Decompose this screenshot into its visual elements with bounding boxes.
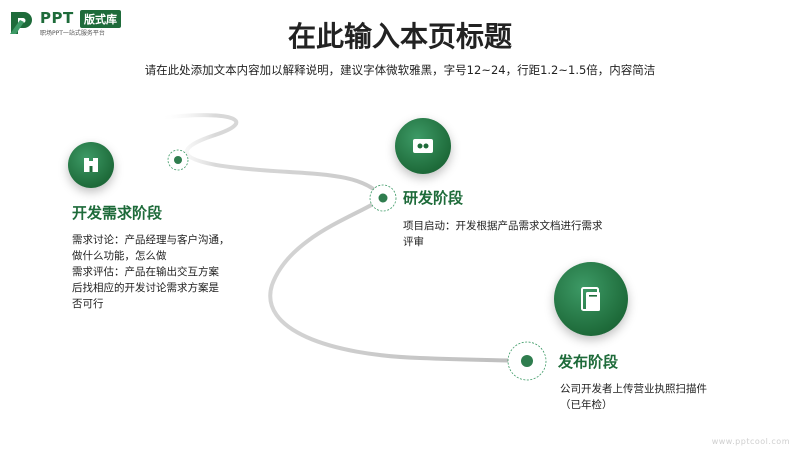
stage-1-line: 否可行 xyxy=(72,298,104,310)
page-subtitle: 请在此处添加文本内容加以解释说明，建议字体微软雅黑，字号12~24，行距1.2~… xyxy=(144,63,656,77)
stage-3-line: 公司开发者上传营业执照扫描件 xyxy=(560,383,707,395)
stage-3-circle xyxy=(554,262,628,336)
logo-p-icon xyxy=(10,12,32,34)
logo-badge: 版式库 xyxy=(80,10,121,28)
stage-1-description: 需求讨论：产品经理与客户沟通， 做什么功能，怎么做 需求评估：产品在输出交互方案… xyxy=(72,232,262,312)
logo-tagline: 职场PPT一站式服务平台 xyxy=(40,30,105,37)
stage-2-line: 评审 xyxy=(403,236,424,248)
stage-3-line: （已年检） xyxy=(560,399,613,411)
stage-2-line: 项目启动：开发根据产品需求文档进行需求 xyxy=(403,220,603,232)
book-icon xyxy=(581,287,600,311)
watermark: www.pptcool.com xyxy=(711,437,790,446)
building-icon xyxy=(84,158,98,172)
stage-1-line: 后找相应的开发讨论需求方案是 xyxy=(72,282,219,294)
stage-1-circle xyxy=(68,142,114,188)
stage-1-line: 需求讨论：产品经理与客户沟通， xyxy=(72,234,230,246)
page-title: 在此输入本页标题 xyxy=(287,20,512,53)
stage-2-description: 项目启动：开发根据产品需求文档进行需求 评审 xyxy=(403,218,643,250)
stage-3-title: 发布阶段 xyxy=(558,353,619,371)
logo-brand: PPT xyxy=(40,9,74,27)
stage-1-title: 开发需求阶段 xyxy=(72,204,163,222)
stage-1-line: 需求评估：产品在输出交互方案 xyxy=(72,266,219,278)
stage-2-circle xyxy=(395,118,451,174)
stage-1-line: 做什么功能，怎么做 xyxy=(72,250,167,262)
stage-2-title: 研发阶段 xyxy=(403,189,464,207)
brand-logo: PPT 版式库 职场PPT一站式服务平台 xyxy=(8,8,168,38)
dots-icon xyxy=(413,139,433,153)
stage-3-description: 公司开发者上传营业执照扫描件 （已年检） xyxy=(560,381,760,413)
